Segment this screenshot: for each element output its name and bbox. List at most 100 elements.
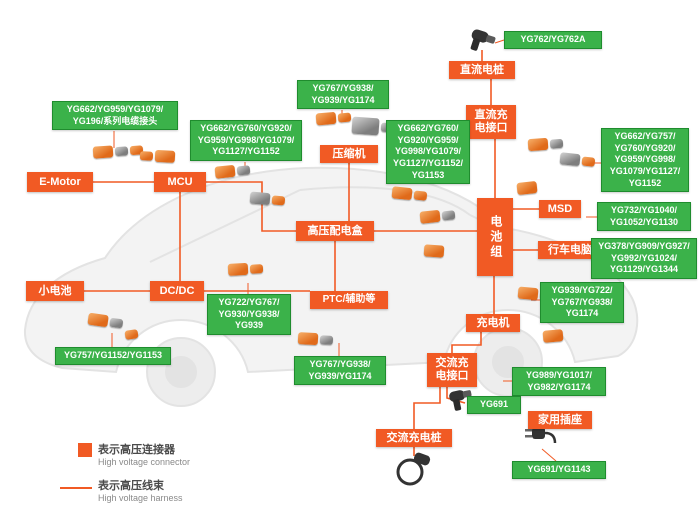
label-line: YG757/YG1152/YG1153 — [63, 350, 163, 360]
legend-harness-en: High voltage harness — [98, 493, 183, 503]
component-ac-charging-port: 交流充电接口 — [427, 353, 477, 387]
component-ac-charging-pile: 交流充电桩 — [376, 429, 452, 447]
legend-connector: 表示高压连接器 High voltage connector — [98, 441, 190, 467]
label-dcdc-group: YG722/YG767/ YG930/YG938/ YG939 — [207, 294, 291, 336]
legend-harness-swatch — [60, 487, 92, 489]
component-label: 交流充电接口 — [435, 357, 469, 382]
label-line: YG662/YG760/ — [397, 123, 459, 133]
label-line: YG998/YG1079/ — [394, 146, 462, 157]
label-line: YG691/YG1143 — [527, 464, 591, 474]
label-msd-group: YG732/YG1040/ YG1052/YG1130 — [597, 202, 691, 232]
label-line: YG1052/YG1130 — [609, 216, 679, 227]
label-line: YG959/YG998/ — [614, 154, 676, 165]
label-line: YG662/YG760/YG920/ — [200, 123, 292, 133]
component-label: MCU — [167, 175, 193, 188]
label-top-yg767: YG767/YG938/ YG939/YG1174 — [297, 80, 389, 110]
label-cable-lugs: YG662/YG959/YG1079/ YG196/系列电缆接头 — [52, 101, 178, 131]
label-ac-port-group: YG989/YG1017/ YG982/YG1174 — [512, 367, 606, 397]
ac-charging-gun-icon — [449, 390, 472, 411]
component-hv-distribution-box: 高压配电盒 — [296, 221, 374, 241]
component-mcu: MCU — [154, 172, 206, 192]
component-ptc: PTC/辅助等 — [310, 291, 388, 309]
label-line: YG662/YG959/YG1079/ — [66, 104, 164, 114]
label-line: YG767/YG938/ — [551, 296, 613, 307]
component-label: 直流充电接口 — [474, 109, 508, 134]
component-label: 交流充电桩 — [386, 431, 442, 444]
connector-photo — [124, 329, 139, 340]
component-label: E-Motor — [39, 175, 81, 188]
label-line: YG920/YG959/ — [397, 134, 459, 145]
component-label: PTC/辅助等 — [322, 294, 376, 306]
label-mcu-group: YG662/YG760/YG920/ YG959/YG998/YG1079/ Y… — [190, 120, 302, 162]
component-msd: MSD — [539, 200, 581, 218]
legend-harness-zh: 表示高压线束 — [98, 480, 164, 492]
label-line: YG1174 — [565, 308, 599, 319]
label-line: YG691 — [479, 399, 509, 409]
label-line: YG992/YG1024/ — [610, 252, 678, 263]
label-line: YG930/YG938/ — [218, 308, 280, 319]
label-line: YG1079/YG1127/ — [609, 166, 681, 177]
label-line: YG939/YG1174 — [311, 94, 375, 105]
component-e-motor: E-Motor — [27, 172, 93, 192]
label-line: YG662/YG757/ — [614, 131, 676, 141]
component-battery-pack: 电池组 — [477, 198, 513, 276]
label-line: YG1153 — [411, 169, 445, 180]
label-line: YG767/YG938/ — [309, 359, 371, 369]
label-line: YG767/YG938/ — [312, 83, 374, 93]
component-dcdc: DC/DC — [150, 281, 204, 301]
label-charger-group: YG939/YG722/ YG767/YG938/ YG1174 — [540, 282, 624, 324]
component-trip-computer: 行车电脑 — [538, 241, 602, 259]
connector-photo — [297, 332, 334, 346]
component-label: 高压配电盒 — [307, 224, 363, 237]
legend-connector-zh: 表示高压连接器 — [98, 444, 175, 456]
label-line: YG1129/YG1344 — [609, 264, 679, 275]
connector-photo — [527, 137, 564, 152]
label-bottom-yg767: YG767/YG938/ YG939/YG1174 — [294, 356, 386, 386]
label-line: YG1152 — [628, 177, 662, 188]
component-label: 电池组 — [488, 214, 503, 260]
label-line: YG762/YG762A — [520, 34, 586, 44]
component-label: 压缩机 — [332, 147, 366, 160]
label-small-battery-group: YG757/YG1152/YG1153 — [55, 347, 171, 365]
connector-photo — [423, 244, 445, 258]
component-compressor: 压缩机 — [320, 145, 378, 163]
label-line: YG1127/YG1152 — [212, 146, 280, 157]
component-dc-charging-pile: 直流电桩 — [449, 61, 515, 79]
component-label: 直流电桩 — [460, 63, 504, 76]
label-line: YG732/YG1040/ — [610, 205, 678, 215]
connector-photo — [542, 329, 564, 343]
label-line: YG989/YG1017/ — [525, 370, 593, 380]
label-line: YG939/YG1174 — [308, 370, 372, 381]
label-yg762: YG762/YG762A — [504, 31, 602, 49]
label-line: YG722/YG767/ — [218, 297, 280, 307]
label-yg691: YG691 — [467, 396, 521, 414]
connector-photo — [139, 149, 176, 163]
label-battery-left-group: YG662/YG760/ YG920/YG959/ YG998/YG1079/ … — [386, 120, 470, 185]
connector-photo — [227, 262, 264, 276]
label-line: YG959/YG998/YG1079/ — [197, 134, 295, 145]
legend-harness: 表示高压线束 High voltage harness — [98, 477, 183, 503]
component-home-socket: 家用插座 — [528, 411, 592, 429]
component-label: MSD — [547, 202, 573, 215]
label-line: YG760/YG920/ — [614, 142, 676, 153]
label-trip-computer-group: YG378/YG909/YG927/ YG992/YG1024/ YG1129/… — [591, 238, 697, 280]
component-small-battery: 小电池 — [26, 281, 84, 301]
component-label: 小电池 — [38, 284, 72, 297]
ac-pile-gun-icon — [396, 452, 431, 486]
label-line: YG196/系列电缆接头 — [72, 115, 158, 126]
label-line: YG939/YG722/ — [551, 285, 613, 295]
label-line: YG939 — [234, 320, 264, 331]
component-charger: 充电机 — [466, 314, 520, 332]
component-label: 充电机 — [476, 316, 510, 329]
connector-photo — [516, 180, 538, 196]
label-right-group: YG662/YG757/ YG760/YG920/ YG959/YG998/ Y… — [601, 128, 689, 193]
label-line: YG378/YG909/YG927/ — [598, 241, 690, 251]
label-line: YG982/YG1174 — [527, 381, 591, 392]
component-dc-charging-port: 直流充电接口 — [466, 105, 516, 139]
dc-charging-gun-icon — [470, 29, 496, 51]
legend-connector-en: High voltage connector — [98, 457, 191, 467]
home-plug-icon — [525, 427, 557, 444]
component-label: DC/DC — [159, 284, 195, 297]
